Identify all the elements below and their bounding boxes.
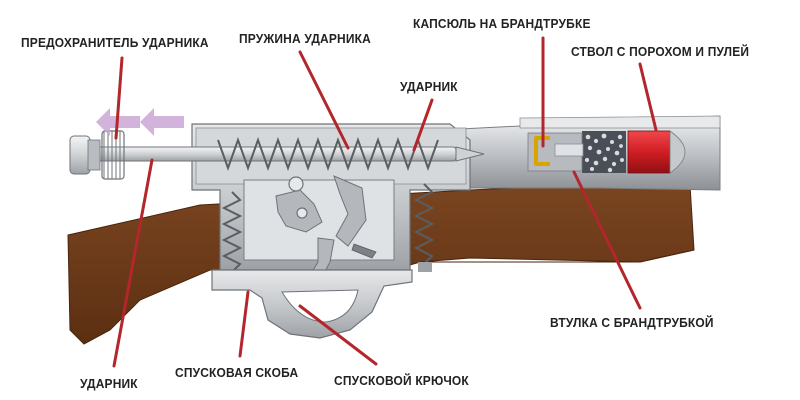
label-striker-safety: ПРЕДОХРАНИТЕЛЬ УДАРНИКА <box>21 35 209 50</box>
striker-spring <box>217 137 439 171</box>
label-bushing: ВТУЛКА С БРАНДТРУБКОЙ <box>550 315 714 330</box>
bullet <box>627 130 671 174</box>
leader-guard <box>238 290 250 358</box>
leader-spring <box>298 50 350 150</box>
label-trigger-guard: СПУСКОВАЯ СКОБА <box>175 365 299 380</box>
leader-striker-bottom <box>112 158 154 368</box>
label-striker-top: УДАРНИК <box>400 79 458 94</box>
leader-striker-top <box>412 98 434 152</box>
label-striker-spring: ПРУЖИНА УДАРНИКА <box>239 31 371 46</box>
leader-bushing <box>572 170 642 310</box>
label-striker-bottom: УДАРНИК <box>80 376 138 391</box>
leader-safety <box>114 56 124 140</box>
label-capsule: КАПСЮЛЬ НА БРАНДТРУБКЕ <box>413 16 591 31</box>
sear-lever <box>333 175 367 247</box>
leader-barrel <box>638 62 658 132</box>
leader-lines <box>112 36 658 368</box>
safety-knob <box>69 135 91 175</box>
label-barrel: СТВОЛ С ПОРОХОМ И ПУЛЕЙ <box>571 44 750 59</box>
label-trigger: СПУСКОВОЙ КРЮЧОК <box>334 373 469 388</box>
pull-arrow-2 <box>140 108 184 136</box>
leader-trigger <box>298 304 378 366</box>
guard-springs <box>221 183 435 273</box>
